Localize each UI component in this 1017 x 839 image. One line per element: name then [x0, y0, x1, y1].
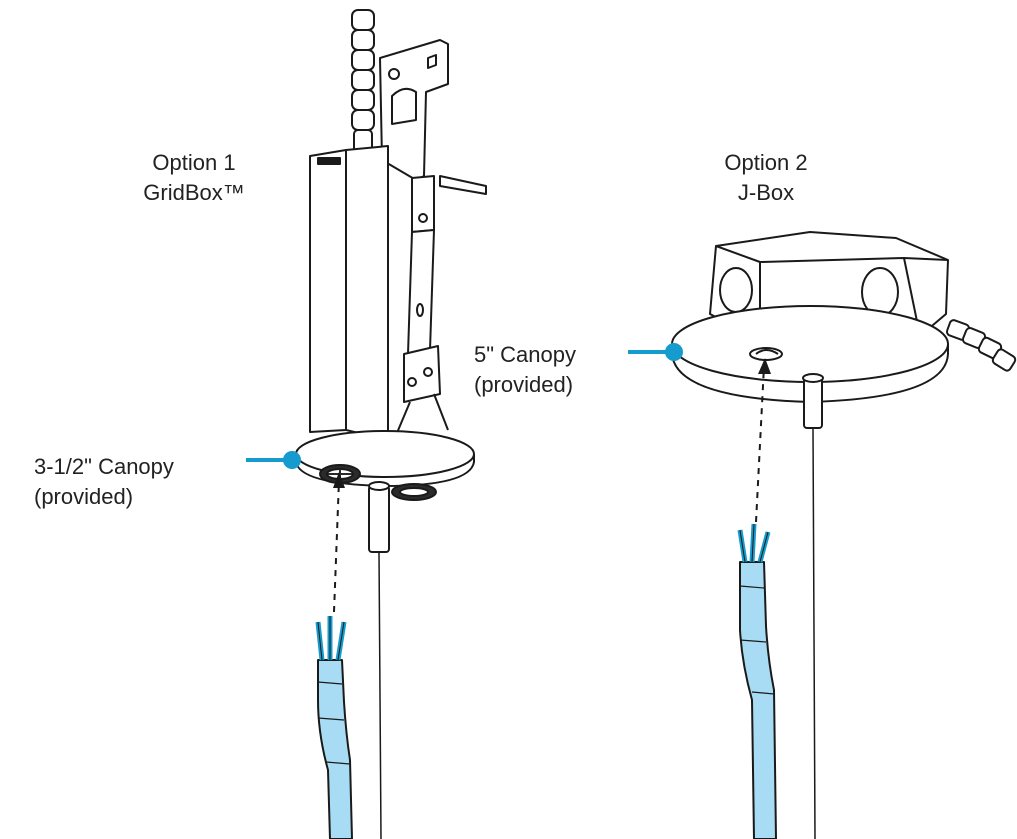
small-canopy-label-line2: (provided)	[34, 484, 134, 509]
option-2-title: Option 2	[724, 150, 808, 175]
option-1-label: Option 1 GridBox™	[143, 148, 244, 208]
gridbox-wiring-arrow	[333, 472, 345, 613]
gridbox-assembly	[295, 9, 487, 839]
jbox-conduit	[945, 319, 1017, 372]
gridbox-conduit	[351, 9, 375, 155]
small-canopy-label-line1: 3-1/2" Canopy	[34, 454, 174, 479]
gridbox-power-cord	[315, 616, 353, 839]
large-canopy-label: 5" Canopy (provided)	[474, 340, 576, 400]
small-canopy-label: 3-1/2" Canopy (provided)	[34, 452, 174, 512]
gridbox-body	[309, 145, 389, 441]
option-1-subtitle: GridBox™	[143, 180, 245, 205]
small-canopy-cable-grip	[368, 481, 390, 839]
jbox-wiring-arrow	[755, 358, 771, 523]
large-canopy-label-line1: 5" Canopy	[474, 342, 576, 367]
option-2-label: Option 2 J-Box	[724, 148, 807, 208]
callout-small-canopy	[246, 451, 301, 469]
jbox-power-cord	[737, 523, 777, 839]
gridbox-bracket	[379, 39, 487, 441]
jbox-assembly	[671, 231, 1017, 839]
large-canopy-label-line2: (provided)	[474, 372, 574, 397]
large-canopy-cable-grip	[802, 373, 824, 839]
option-2-subtitle: J-Box	[737, 180, 795, 205]
callout-large-canopy	[628, 343, 683, 361]
option-1-title: Option 1	[152, 150, 236, 175]
